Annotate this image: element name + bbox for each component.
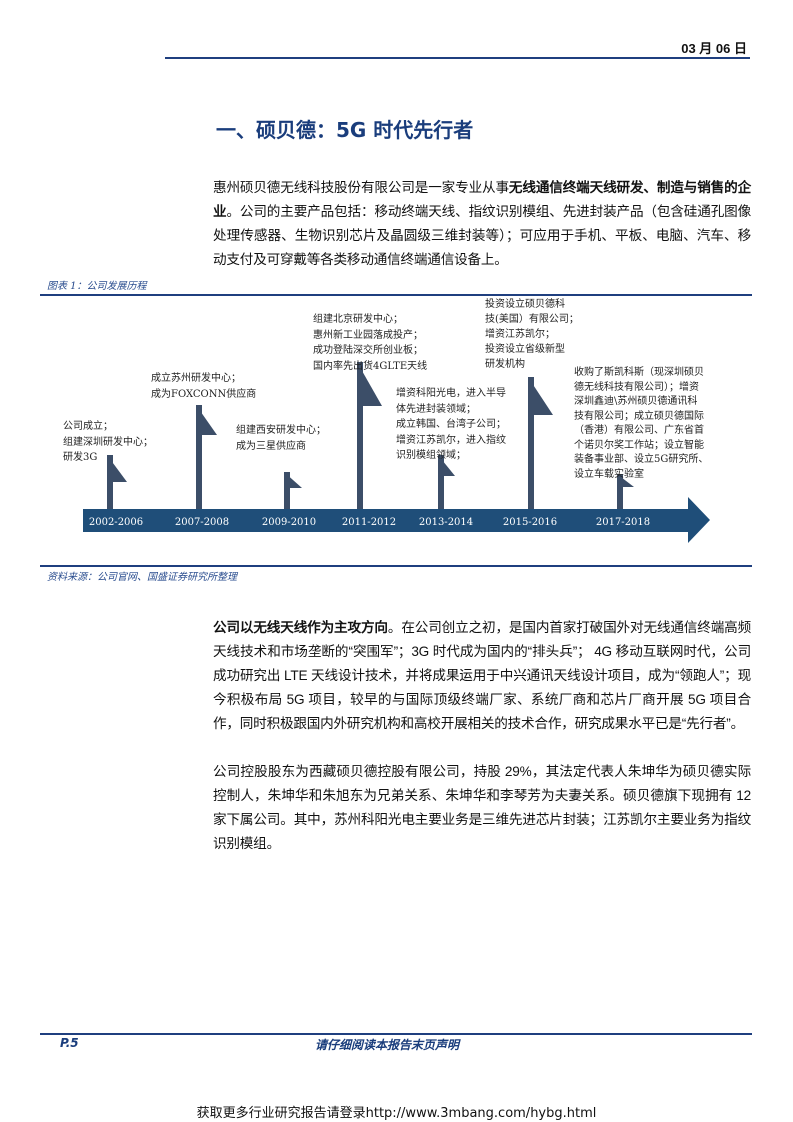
milestone-line: 增资江苏凯尔，进入指纹 (396, 434, 506, 446)
milestone-note: 公司成立； 组建深圳研发中心； 研发3G (63, 419, 153, 466)
milestone-line: 深圳鑫迪\苏州硕贝德通讯科 (574, 396, 698, 407)
flag-2015 (528, 377, 553, 510)
milestone-note: 组建北京研发中心； 惠州新工业园落成投产； 成功登陆深交所创业板； 国内率先出货4GL… (313, 312, 427, 374)
paragraph-3: 公司控股股东为西藏硕贝德控股有限公司，持股 29%，其法定代表人朱坤华为硕贝德实… (213, 764, 751, 851)
period-label: 2011-2012 (342, 517, 396, 528)
period-label: 2007-2008 (175, 517, 229, 528)
flag-2007 (196, 405, 217, 510)
milestone-note: 成立苏州研发中心； 成为FOXCONN供应商 (151, 371, 256, 402)
section-title: 一、硕贝德：5G 时代先行者 (216, 118, 474, 142)
period-label: 2015-2016 (503, 517, 557, 528)
milestone-line: 技有限公司；成立硕贝德国际 (574, 410, 704, 422)
milestone-line: 投资设立硕贝德科 (485, 299, 565, 310)
disclaimer: 请仔细阅读本报告末页声明 (315, 1038, 460, 1052)
footer-rule (40, 1033, 752, 1035)
milestone-line: 研发3G (63, 452, 98, 463)
milestone-line: 研发机构 (485, 359, 525, 370)
milestone-line: 设立车载实验室 (574, 468, 644, 480)
milestone-line: 技(美国）有限公司； (485, 314, 579, 325)
milestone-line: 组建深圳研发中心； (63, 436, 153, 448)
milestone-note: 收购了斯凯科斯（现深圳硕贝德无线科技有限公司）；增资深圳鑫迪\苏州硕贝德通讯科技… (574, 366, 708, 482)
promo-link[interactable]: 获取更多行业研究报告请登录http://www.3mbang.com/hybg.… (196, 1106, 597, 1121)
body-text: 公司以无线天线作为主攻方向。在公司创立之初，是国内首家打破国外对无线通信终端高频… (213, 616, 751, 856)
milestone-line: 惠州新工业园落成投产； (313, 329, 423, 341)
milestone-line: 增资科阳光电，进入半导 (396, 388, 506, 399)
flag-2013 (438, 455, 455, 510)
milestone-line: 增资江苏凯尔； (485, 329, 555, 340)
milestone-line: 装备事业部、设立5G研究所、 (574, 454, 709, 465)
flag-2017 (617, 474, 634, 510)
period-label: 2017-2018 (596, 517, 650, 528)
figure-caption: 图表 1：公司发展历程 (47, 281, 147, 292)
figure-bottom-rule (40, 565, 752, 567)
milestone-line: 体先进封装领域； (396, 403, 476, 415)
header-rule (165, 57, 750, 59)
intro-paragraph: 惠州硕贝德无线科技股份有限公司是一家专业从事无线通信终端天线研发、制造与销售的企… (213, 176, 751, 272)
flag-2009 (284, 472, 302, 510)
milestone-note: 增资科阳光电，进入半导体先进封装领域； 成立韩国、台湾子公司； 增资江苏凯尔，进入指… (396, 386, 506, 464)
period-label: 2013-2014 (419, 517, 473, 528)
timeline-arrow (83, 497, 710, 543)
milestone-line: 成立苏州研发中心； (151, 373, 241, 384)
period-label: 2009-2010 (262, 517, 316, 528)
milestone-line: 个诺贝尔奖工作站；设立智能 (574, 439, 704, 451)
milestone-line: 成功登陆深交所创业板； (313, 345, 423, 356)
milestone-note: 投资设立硕贝德科技(美国）有限公司； 增资江苏凯尔； 投资设立省级新型研发机构 (485, 297, 579, 372)
milestone-line: 投资设立省级新型 (485, 344, 565, 355)
paragraph-2: 公司以无线天线作为主攻方向。在公司创立之初，是国内首家打破国外对无线通信终端高频… (213, 616, 751, 736)
milestone-line: 收购了斯凯科斯（现深圳硕贝 (574, 367, 704, 378)
milestone-line: 德无线科技有限公司）；增资 (574, 381, 699, 393)
timeline-graphic: 2002-2006 2007-2008 2009-2010 2011-2012 … (83, 362, 710, 543)
page-number: P.5 (60, 1036, 79, 1050)
milestone-line: 识别模组领域； (396, 450, 466, 461)
milestone-line: 组建北京研发中心； (313, 314, 403, 325)
milestone-line: 成为FOXCONN供应商 (151, 388, 257, 400)
intro-bold: 无线通信终端天线研发、制造与销售的企业 (213, 180, 751, 219)
intro-block: 惠州硕贝德无线科技股份有限公司是一家专业从事无线通信终端天线研发、制造与销售的企… (213, 176, 751, 272)
milestone-line: 成为三星供应商 (236, 440, 306, 452)
figure-top-rule (40, 294, 752, 296)
milestone-line: （香港）有限公司、广东省首 (574, 425, 704, 436)
milestone-note: 组建西安研发中心； 成为三星供应商 (236, 423, 326, 454)
milestone-line: 组建西安研发中心； (236, 425, 326, 436)
milestone-line: 公司成立； (63, 421, 113, 432)
flag-2002 (107, 455, 127, 510)
milestone-line: 国内率先出货4GLTE天线 (313, 360, 428, 372)
intro-text: 惠州硕贝德无线科技股份有限公司是一家专业从事 (213, 180, 509, 195)
intro-text-rest: 。公司的主要产品包括：移动终端天线、指纹识别模组、先进封装产品（包含硅通孔图像处… (213, 204, 751, 267)
report-date: 03 月 06 日 (681, 41, 747, 56)
milestone-line: 成立韩国、台湾子公司； (396, 419, 506, 430)
p2-text: 。在公司创立之初，是国内首家打破国外对无线通信终端高频天线技术和市场垄断的“突围… (213, 620, 751, 731)
p2-bold: 公司以无线天线作为主攻方向 (213, 620, 388, 635)
flag-2011 (357, 362, 382, 510)
period-label: 2002-2006 (89, 517, 143, 528)
figure-source: 资料来源：公司官网、国盛证券研究所整理 (47, 572, 237, 583)
